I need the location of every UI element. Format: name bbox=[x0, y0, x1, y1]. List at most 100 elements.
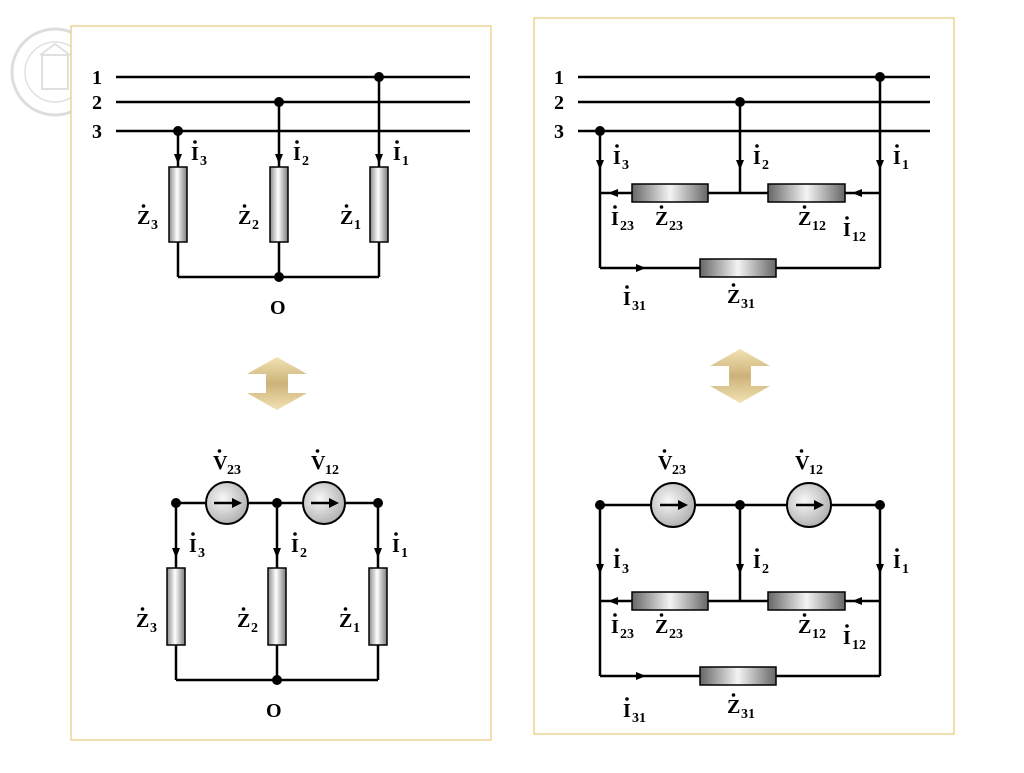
junction-dot bbox=[171, 498, 181, 508]
delta-load-circuit bbox=[578, 75, 930, 270]
line-label-3: 3 bbox=[554, 121, 564, 143]
junction-dot bbox=[735, 500, 745, 510]
svg-text:I: I bbox=[753, 147, 761, 169]
svg-text:I: I bbox=[611, 208, 619, 230]
junction-dot bbox=[272, 498, 282, 508]
impedance-z2 bbox=[267, 567, 287, 646]
svg-text:23: 23 bbox=[672, 463, 686, 478]
svg-text:Z: Z bbox=[136, 610, 149, 632]
current-arrow bbox=[608, 189, 618, 197]
source-v12 bbox=[302, 481, 346, 525]
svg-text:Z: Z bbox=[340, 207, 353, 229]
svg-text:I: I bbox=[613, 551, 621, 573]
impedance-z12 bbox=[767, 591, 846, 611]
junction-dot bbox=[374, 72, 384, 82]
equivalence-double-arrow bbox=[710, 349, 770, 403]
svg-text:12: 12 bbox=[852, 230, 866, 245]
svg-text:1: 1 bbox=[902, 158, 909, 173]
svg-text:12: 12 bbox=[809, 463, 823, 478]
impedance-z31 bbox=[699, 666, 777, 686]
current-arrow bbox=[636, 672, 646, 680]
svg-text:I: I bbox=[191, 143, 199, 165]
svg-text:23: 23 bbox=[620, 627, 634, 642]
svg-text:1: 1 bbox=[401, 546, 408, 561]
junction-dot bbox=[595, 500, 605, 510]
junction-dot bbox=[173, 126, 183, 136]
svg-text:1: 1 bbox=[354, 218, 361, 233]
svg-text:V: V bbox=[213, 452, 228, 474]
source-v23 bbox=[205, 481, 249, 525]
svg-text:12: 12 bbox=[852, 638, 866, 653]
svg-text:I: I bbox=[623, 288, 631, 310]
impedance-z23 bbox=[631, 183, 709, 203]
current-arrow bbox=[636, 264, 646, 272]
current-arrow bbox=[736, 564, 744, 574]
svg-text:Z: Z bbox=[655, 208, 668, 230]
svg-text:I: I bbox=[393, 143, 401, 165]
svg-text:I: I bbox=[613, 147, 621, 169]
svg-text:1: 1 bbox=[902, 562, 909, 577]
impedance-z3 bbox=[166, 567, 186, 646]
svg-text:I: I bbox=[843, 219, 851, 241]
line-label-2: 2 bbox=[92, 92, 102, 114]
svg-text:V: V bbox=[795, 452, 810, 474]
svg-text:3: 3 bbox=[200, 154, 207, 169]
impedance-z1 bbox=[368, 567, 388, 646]
svg-text:2: 2 bbox=[302, 154, 309, 169]
junction-dot bbox=[373, 498, 383, 508]
svg-text:23: 23 bbox=[620, 219, 634, 234]
svg-text:23: 23 bbox=[669, 627, 683, 642]
svg-text:I: I bbox=[753, 551, 761, 573]
svg-text:Z: Z bbox=[655, 616, 668, 638]
current-arrow bbox=[596, 564, 604, 574]
svg-text:2: 2 bbox=[762, 562, 769, 577]
svg-text:3: 3 bbox=[151, 218, 158, 233]
svg-text:I: I bbox=[611, 616, 619, 638]
svg-text:31: 31 bbox=[741, 297, 755, 312]
svg-text:31: 31 bbox=[632, 711, 646, 726]
svg-text:Z: Z bbox=[727, 286, 740, 308]
current-arrow bbox=[736, 160, 744, 170]
line-label-3: 3 bbox=[92, 121, 102, 143]
svg-text:Z: Z bbox=[798, 616, 811, 638]
svg-text:12: 12 bbox=[812, 219, 826, 234]
svg-text:V: V bbox=[658, 452, 673, 474]
neutral-label: O bbox=[270, 297, 286, 319]
svg-text:2: 2 bbox=[762, 158, 769, 173]
svg-text:3: 3 bbox=[622, 562, 629, 577]
current-arrow bbox=[174, 154, 182, 164]
svg-text:31: 31 bbox=[632, 299, 646, 314]
line-label-2: 2 bbox=[554, 92, 564, 114]
svg-text:3: 3 bbox=[622, 158, 629, 173]
junction-dot bbox=[595, 126, 605, 136]
equivalence-double-arrow bbox=[247, 357, 307, 410]
svg-text:23: 23 bbox=[669, 219, 683, 234]
current-arrow bbox=[608, 597, 618, 605]
svg-text:3: 3 bbox=[198, 546, 205, 561]
svg-text:I: I bbox=[291, 535, 299, 557]
svg-text:Z: Z bbox=[238, 207, 251, 229]
